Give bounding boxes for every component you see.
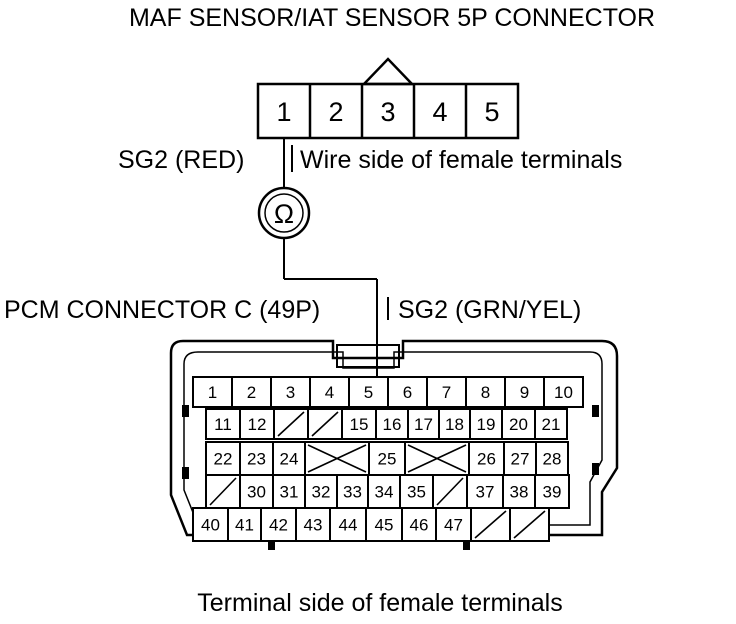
pcm-pin-2: 2 — [247, 383, 256, 402]
pcm-empty-slot-mark — [513, 510, 546, 539]
pcm-pin-16: 16 — [383, 415, 402, 434]
diagram-title: MAF SENSOR/IAT SENSOR 5P CONNECTOR — [129, 4, 655, 32]
pcm-pin-25: 25 — [378, 450, 397, 469]
pcm-cross-mark — [307, 444, 367, 473]
pcm-pin-23: 23 — [247, 450, 266, 469]
pcm-terminal-cell — [368, 441, 406, 476]
pcm-terminal-cell — [466, 474, 504, 509]
pcm-connector-latches — [182, 405, 599, 550]
pcm-terminal-cell — [367, 474, 401, 509]
pcm-pin-9: 9 — [520, 383, 529, 402]
maf-pin-4: 4 — [432, 97, 447, 127]
pcm-empty-slot-mark — [436, 477, 464, 506]
pcm-cross-mark — [407, 444, 467, 473]
pcm-pin-3: 3 — [286, 383, 295, 402]
pcm-terminal-cell — [534, 408, 568, 440]
pcm-pin-31: 31 — [280, 483, 299, 502]
pcm-terminal-cell — [387, 376, 428, 408]
pcm-connector-label: PCM CONNECTOR C (49P) — [4, 296, 320, 324]
pcm-pin-35: 35 — [407, 483, 426, 502]
pcm-pin-6: 6 — [403, 383, 412, 402]
pcm-terminal-cell — [270, 376, 311, 408]
pcm-pin-4: 4 — [325, 383, 334, 402]
ohmmeter: Ω — [257, 186, 311, 240]
pcm-terminal-cell — [534, 474, 570, 509]
maf-connector-pins: 1 2 3 4 5 — [276, 97, 499, 127]
maf-connector — [256, 57, 520, 140]
pcm-pin-27: 27 — [511, 450, 530, 469]
pcm-pin-32: 32 — [312, 483, 331, 502]
pcm-terminal-cell — [535, 441, 569, 476]
ohm-icon: Ω — [274, 199, 294, 229]
pcm-empty-slot-mark — [209, 477, 237, 506]
pcm-terminal-cell — [365, 507, 403, 542]
footer-label: Terminal side of female terminals — [197, 589, 562, 617]
pcm-pin-34: 34 — [375, 483, 394, 502]
pcm-pin-46: 46 — [410, 516, 429, 535]
maf-pin-1: 1 — [276, 97, 291, 127]
pcm-pin-8: 8 — [481, 383, 490, 402]
pcm-pin-21: 21 — [542, 415, 561, 434]
pcm-pin-26: 26 — [477, 450, 496, 469]
pcm-pin-7: 7 — [442, 383, 451, 402]
maf-pin-2: 2 — [328, 97, 343, 127]
pcm-empty-slot-mark — [311, 411, 339, 437]
pcm-pin-10: 10 — [554, 383, 573, 402]
pcm-pin-12: 12 — [248, 415, 267, 434]
pcm-pin-24: 24 — [280, 450, 299, 469]
pcm-pin-15: 15 — [350, 415, 369, 434]
pcm-pin-44: 44 — [339, 516, 358, 535]
pcm-terminal-cell — [504, 376, 545, 408]
maf-pin-3: 3 — [380, 97, 395, 127]
pcm-empty-slot-mark — [277, 411, 305, 437]
maf-wire-label: SG2 (RED) — [118, 146, 244, 174]
maf-pin-5: 5 — [484, 97, 499, 127]
maf-connector-body — [256, 82, 520, 140]
pcm-pin-22: 22 — [214, 450, 233, 469]
pcm-terminal-cell — [272, 474, 306, 509]
pcm-terminal-cell — [295, 507, 331, 542]
pcm-terminal-cell — [348, 376, 389, 408]
pcm-pin-40: 40 — [201, 516, 220, 535]
pcm-terminal-cell — [192, 376, 233, 408]
pcm-pin-47: 47 — [444, 516, 463, 535]
pcm-terminal-cell — [329, 507, 367, 542]
maf-side-label: Wire side of female terminals — [300, 146, 622, 174]
pcm-pin-38: 38 — [510, 483, 529, 502]
pcm-wire-label: SG2 (GRN/YEL) — [398, 296, 581, 324]
pcm-pin-43: 43 — [304, 516, 323, 535]
pcm-empty-slot-mark — [474, 510, 507, 539]
pcm-pin-30: 30 — [247, 483, 266, 502]
pcm-terminal-cell — [205, 408, 241, 440]
pcm-pin-17: 17 — [414, 415, 433, 434]
pcm-terminal-cell — [231, 376, 272, 408]
pcm-pin-5: 5 — [364, 383, 373, 402]
pcm-pin-18: 18 — [445, 415, 464, 434]
pcm-pin-1: 1 — [208, 383, 217, 402]
pcm-terminal-cell — [469, 408, 503, 440]
maf-connector-lock-tab — [361, 57, 415, 86]
pcm-pin-11: 11 — [214, 415, 232, 434]
pcm-pin-45: 45 — [375, 516, 394, 535]
pcm-pin-20: 20 — [509, 415, 528, 434]
pcm-pin-37: 37 — [476, 483, 495, 502]
pcm-pin-39: 39 — [543, 483, 562, 502]
pcm-terminal-cell — [543, 376, 584, 408]
pcm-pin-41: 41 — [235, 516, 254, 535]
pcm-terminal-cell — [309, 376, 350, 408]
pcm-pin-42: 42 — [269, 516, 288, 535]
test-leads — [283, 138, 378, 392]
pcm-pin-28: 28 — [543, 450, 562, 469]
pcm-pin-33: 33 — [343, 483, 362, 502]
pcm-pin-19: 19 — [477, 415, 496, 434]
